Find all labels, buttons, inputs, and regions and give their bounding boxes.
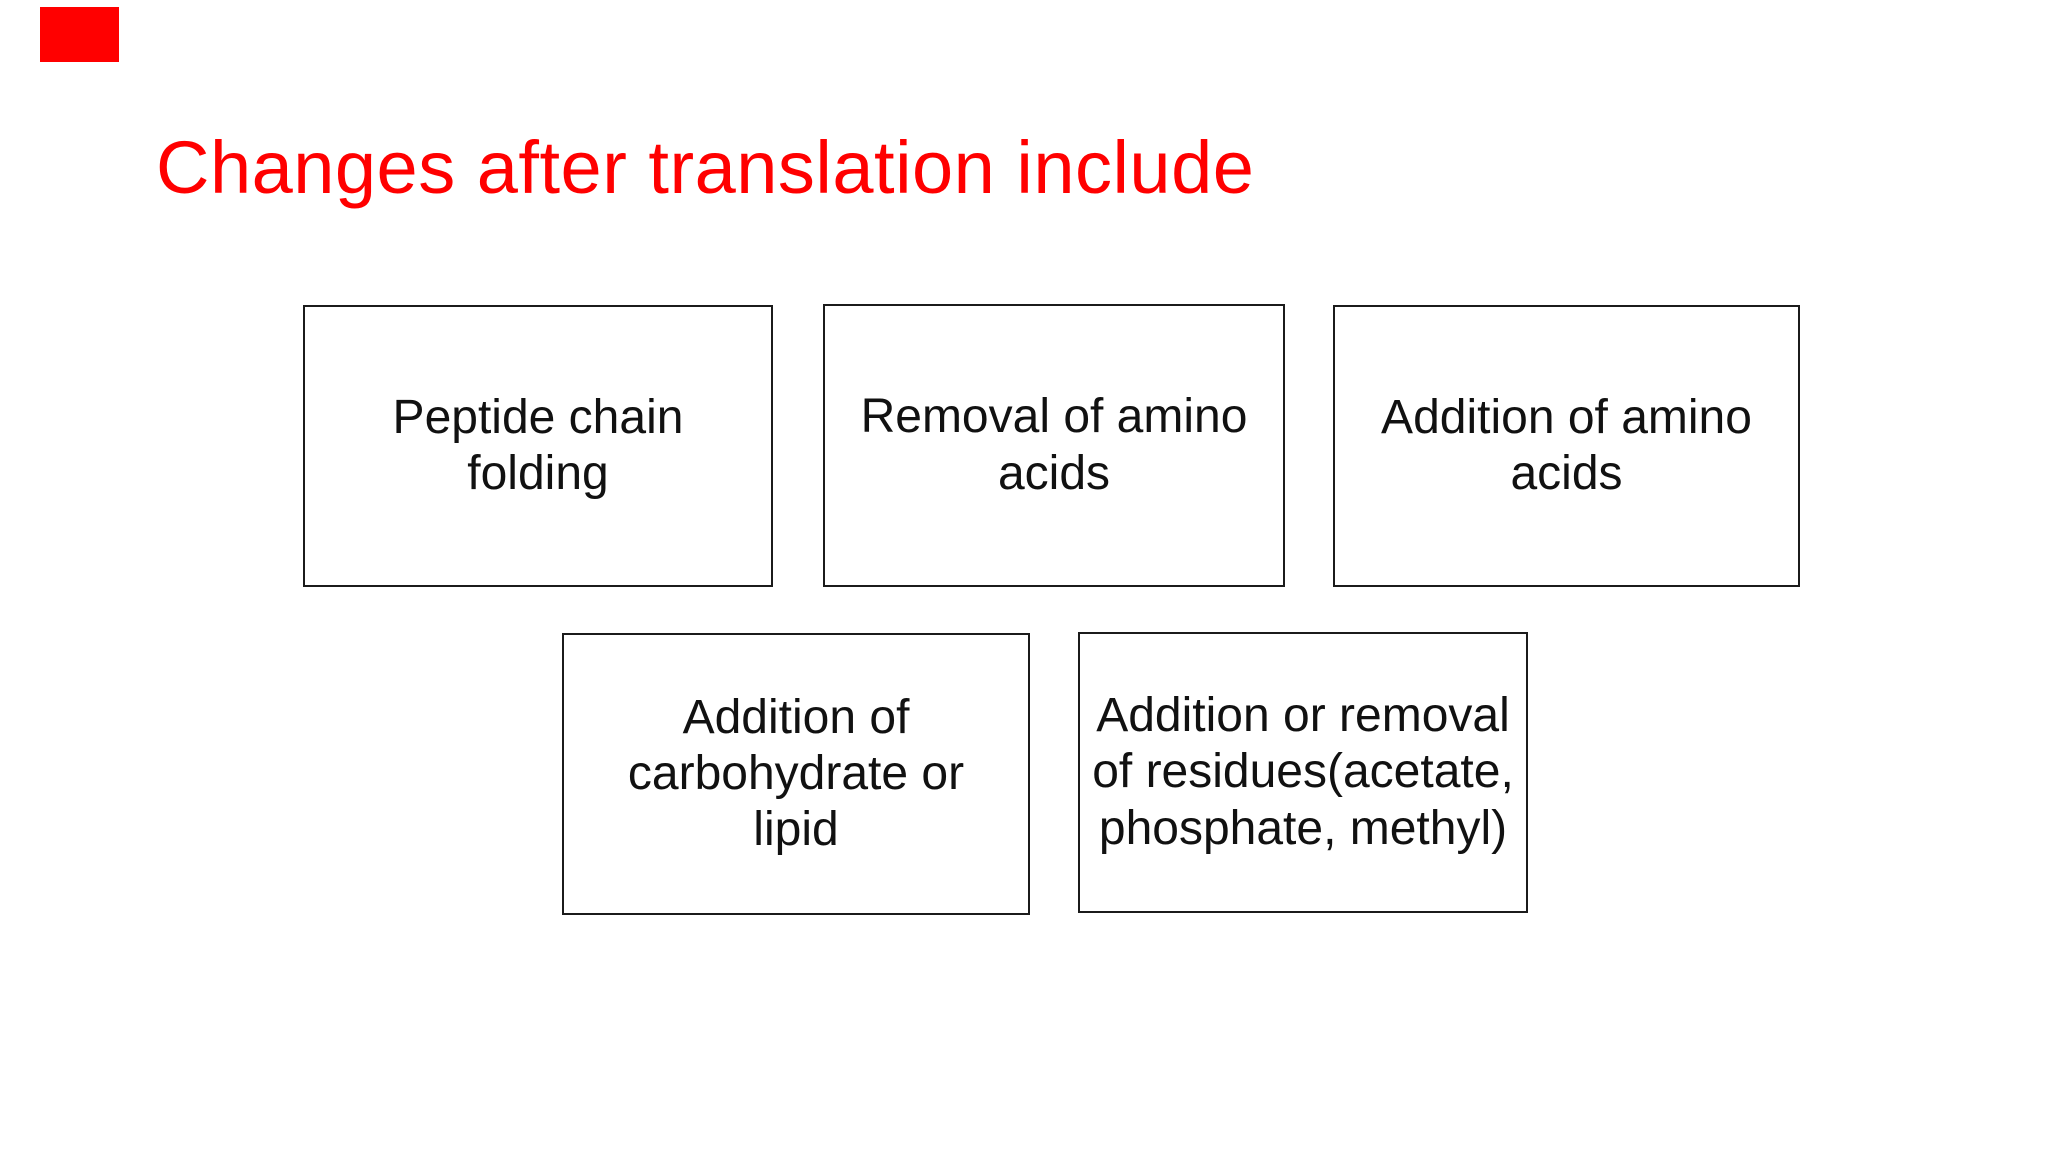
box-peptide-chain-folding: Peptide chain folding — [303, 305, 773, 587]
red-corner-rectangle — [40, 7, 119, 62]
box-addition-or-removal-of-residues-label: Addition or removal of residues(acetate,… — [1092, 689, 1514, 855]
box-addition-or-removal-of-residues: Addition or removal of residues(acetate,… — [1078, 632, 1528, 913]
box-addition-of-carbohydrate-or-lipid-label: Addition of carbohydrate or lipid — [627, 690, 965, 857]
box-peptide-chain-folding-label: Peptide chain folding — [392, 390, 684, 500]
box-removal-of-amino-acids-label: Removal of amino acids — [860, 390, 1248, 500]
slide-title: Changes after translation include — [156, 126, 1255, 209]
box-addition-of-amino-acids-label: Addition of amino acids — [1381, 390, 1752, 500]
box-addition-of-carbohydrate-or-lipid: Addition of carbohydrate or lipid — [562, 633, 1030, 915]
box-removal-of-amino-acids: Removal of amino acids — [823, 304, 1285, 587]
box-addition-of-amino-acids: Addition of amino acids — [1333, 305, 1800, 587]
